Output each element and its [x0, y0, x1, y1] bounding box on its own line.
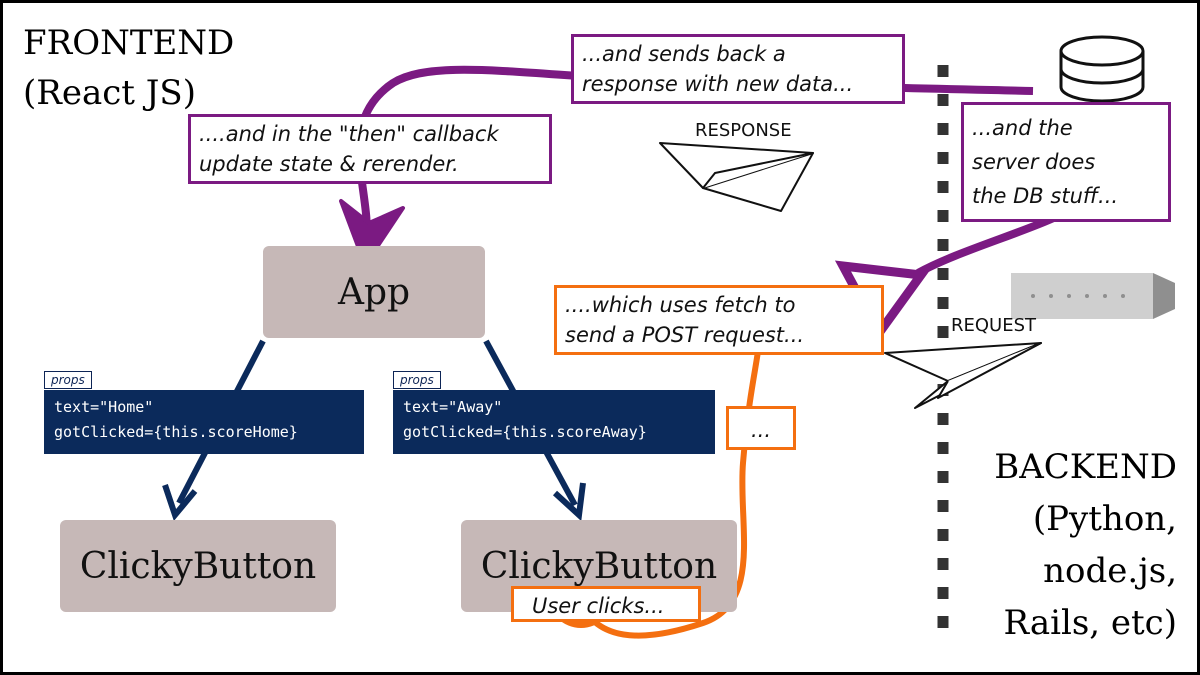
- sends-back-callout: ...and sends back a response with new da…: [571, 34, 905, 104]
- paper-plane-icon: [659, 142, 814, 212]
- then-callback-line1: ....and in the "then" callback: [199, 122, 499, 146]
- props-away-handler: gotClicked={this.scoreAway}: [403, 423, 647, 441]
- request-label: REQUEST: [951, 315, 1037, 336]
- paper-plane-icon: [884, 342, 1042, 409]
- server-db-callout: ...and the server does the DB stuff...: [961, 102, 1171, 222]
- props-box-home: text="Home" gotClicked={this.scoreHome}: [44, 390, 364, 454]
- frontend-title: FRONTEND: [23, 23, 235, 63]
- database-icon: [1059, 35, 1145, 103]
- props-home-text: text="Home": [54, 398, 154, 416]
- frontend-heading: FRONTEND (React JS): [23, 23, 234, 113]
- backend-subtitle-3: Rails, etc): [1003, 603, 1177, 643]
- backend-title: BACKEND: [994, 447, 1177, 487]
- server-db-line1: ...and the: [972, 116, 1073, 140]
- backend-subtitle-2: node.js,: [1043, 551, 1177, 591]
- props-tag-right: props: [393, 371, 441, 389]
- backend-heading: BACKEND (Python, node.js, Rails, etc): [994, 441, 1177, 649]
- user-click-flow-line: [575, 350, 761, 639]
- props-tag-left: props: [44, 371, 92, 389]
- props-away-text: text="Away": [403, 398, 503, 416]
- fetch-line2: send a POST request...: [565, 323, 805, 347]
- frontend-subtitle: (React JS): [23, 73, 196, 113]
- response-arrowhead: [339, 199, 405, 267]
- response-label: RESPONSE: [695, 120, 792, 141]
- then-callback-line2: update state & rerender.: [199, 152, 459, 176]
- backend-subtitle-1: (Python,: [1032, 499, 1177, 539]
- ellipsis-callout: ...: [726, 406, 796, 450]
- props-box-away: text="Away" gotClicked={this.scoreAway}: [393, 390, 715, 454]
- sends-back-line1: ...and sends back a: [582, 42, 786, 66]
- fetch-callout: ....which uses fetch to send a POST requ…: [554, 285, 884, 355]
- fetch-line1: ....which uses fetch to: [565, 293, 796, 317]
- then-callback-callout: ....and in the "then" callback update st…: [188, 114, 552, 184]
- server-db-line2: server does: [972, 150, 1096, 174]
- clicky-button-home-node: ClickyButton: [60, 520, 336, 612]
- sends-back-line2: response with new data...: [582, 72, 854, 96]
- app-node: App: [263, 246, 485, 338]
- props-home-handler: gotClicked={this.scoreHome}: [54, 423, 298, 441]
- server-db-line3: the DB stuff...: [972, 184, 1119, 208]
- server-icon: [1011, 273, 1175, 319]
- user-clicks-callout: User clicks...: [511, 586, 701, 622]
